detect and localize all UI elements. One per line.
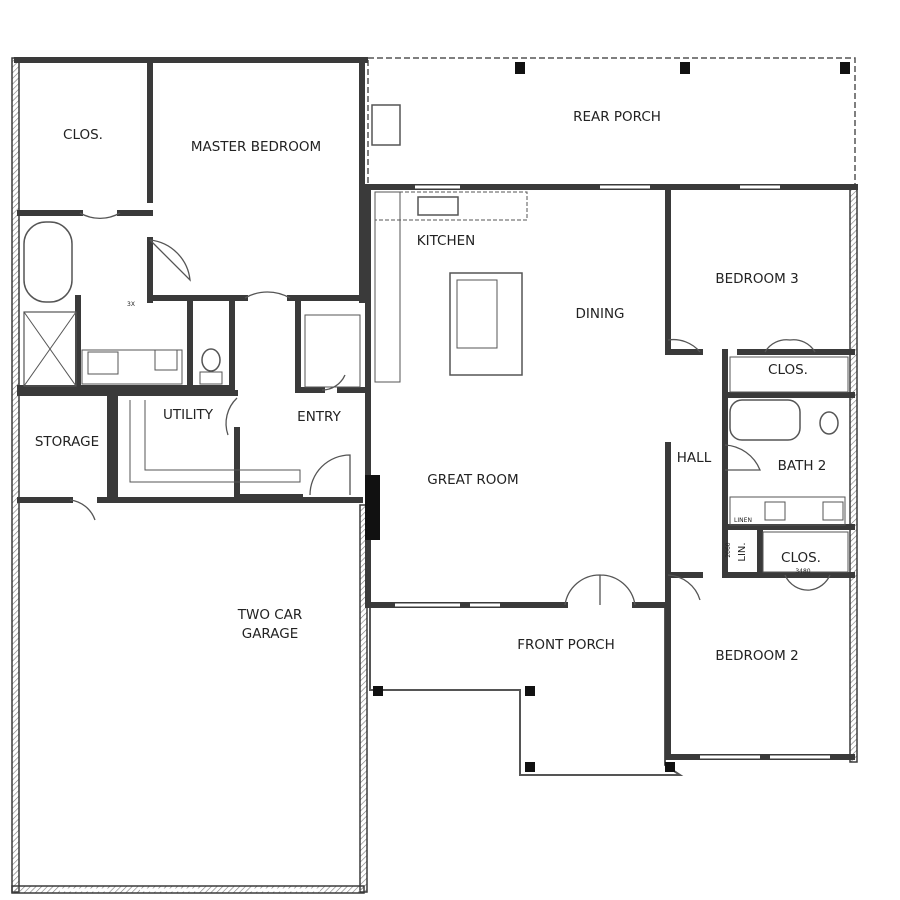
walls <box>11 57 858 894</box>
room-label-kitchen: KITCHEN <box>417 233 476 249</box>
room-label-garage-line2: GARAGE <box>242 626 299 642</box>
porch-outlines <box>367 57 856 776</box>
room-label-hall: HALL <box>677 450 712 466</box>
door-swing <box>79 212 121 220</box>
porch-post <box>525 762 535 772</box>
toilet <box>201 348 221 372</box>
fixtures <box>23 104 849 573</box>
door-swing <box>225 397 238 436</box>
room-label-closet-bed2: CLOS. <box>781 550 821 566</box>
door-swing <box>667 338 701 353</box>
sink <box>822 501 844 521</box>
porch-post <box>840 62 850 74</box>
closet-shelf <box>762 531 849 573</box>
door-swing <box>69 499 96 521</box>
room-label-closet-bed3: CLOS. <box>768 362 808 378</box>
closet-shelf <box>729 356 849 393</box>
room-label-front-porch: FRONT PORCH <box>517 637 614 653</box>
toilet <box>819 411 839 435</box>
door-swing <box>564 574 636 606</box>
doors <box>60 185 831 892</box>
door-swing <box>784 574 831 591</box>
vanity <box>81 349 183 385</box>
entry-closet-shelf <box>304 314 361 388</box>
kitchen-counter <box>374 191 528 221</box>
kitchen-counter-side <box>374 191 401 383</box>
toilet-tank <box>199 371 223 385</box>
vanity <box>729 496 846 526</box>
kitchen-island <box>449 272 523 376</box>
room-label-bedroom-3: BEDROOM 3 <box>715 271 798 287</box>
sink <box>764 501 786 521</box>
room-label-closet-master: CLOS. <box>63 127 103 143</box>
room-labels: CLOS. MASTER BEDROOM REAR PORCH KITCHEN … <box>35 109 827 664</box>
grill <box>371 104 401 146</box>
room-label-storage: STORAGE <box>35 434 99 450</box>
room-label-dining: DINING <box>575 306 624 322</box>
fireplace <box>365 475 380 540</box>
room-label-rear-porch: REAR PORCH <box>573 109 661 125</box>
room-label-bedroom-2: BEDROOM 2 <box>715 648 798 664</box>
label-linen: LINEN <box>734 517 752 524</box>
porch-post <box>665 762 675 772</box>
island-cooktop <box>456 279 498 349</box>
door-swing <box>149 239 191 282</box>
exterior-wall <box>11 57 20 893</box>
door-swing <box>321 374 346 391</box>
room-label-bath-2: BATH 2 <box>778 458 827 474</box>
bathtub <box>23 221 73 303</box>
room-label-great-room: GREAT ROOM <box>427 472 518 488</box>
door-swing <box>667 574 701 601</box>
shower <box>23 311 77 387</box>
door-swing <box>764 339 816 353</box>
sink <box>154 349 178 371</box>
shower-x <box>23 311 77 387</box>
kitchen-sink <box>417 196 459 216</box>
room-label-utility: UTILITY <box>163 407 214 423</box>
porch-post <box>525 686 535 696</box>
door-swing <box>724 444 761 471</box>
door-swing <box>309 454 351 496</box>
label-door-size-lin: 2060 <box>725 542 732 557</box>
room-label-garage-line1: TWO CAR <box>237 607 303 623</box>
label-door-size-clos: 3480 <box>795 568 810 575</box>
label-master-bath-note: 3X <box>127 301 135 308</box>
porch-post <box>373 686 383 696</box>
room-label-entry: ENTRY <box>297 409 341 425</box>
exterior-wall <box>849 186 858 763</box>
porch-post <box>515 62 525 74</box>
room-label-master-bedroom: MASTER BEDROOM <box>191 139 321 155</box>
bathtub <box>729 399 801 441</box>
porch-post <box>680 62 690 74</box>
utility-counter <box>129 400 301 483</box>
label-lin: LIN. <box>737 542 748 561</box>
sink <box>87 351 119 375</box>
door-swing <box>244 291 291 299</box>
